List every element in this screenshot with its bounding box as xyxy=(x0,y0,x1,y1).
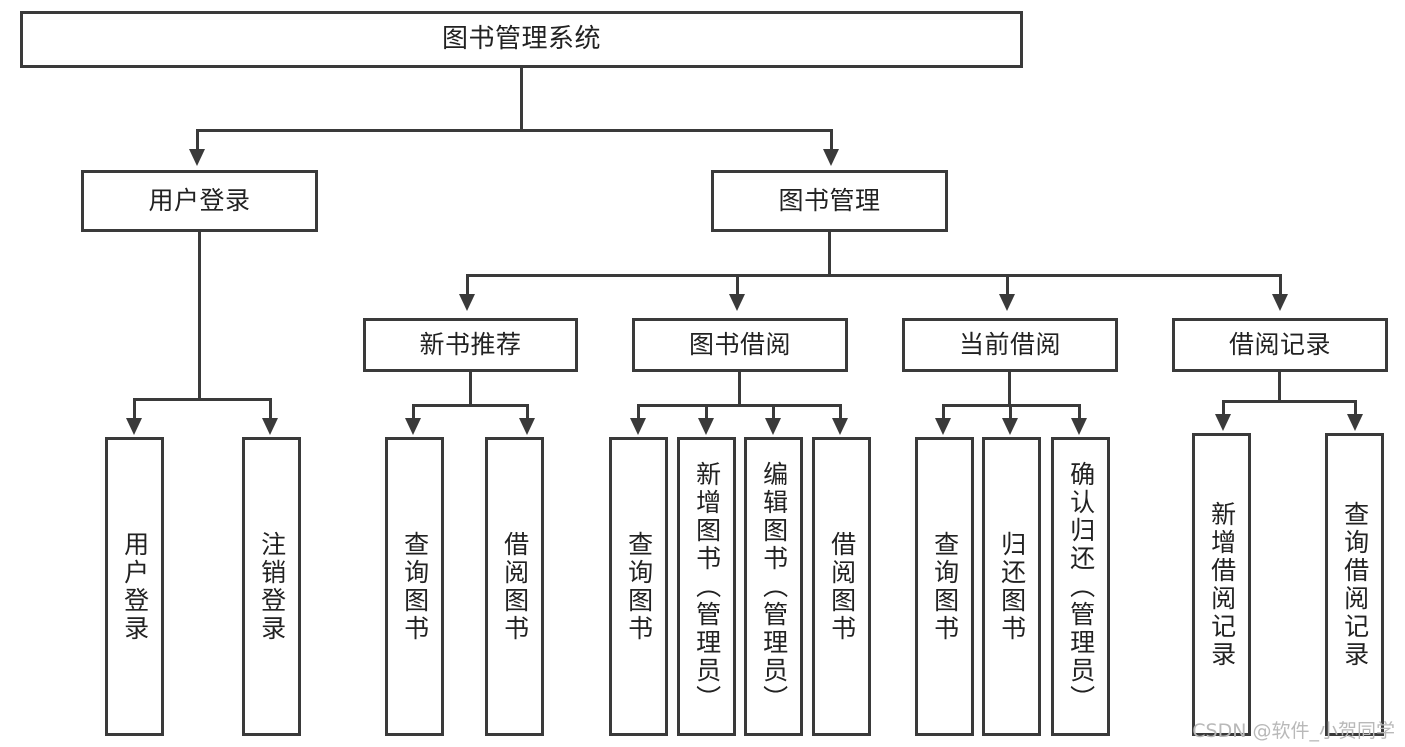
node-label: 查询图书 xyxy=(400,530,430,643)
connector-user-login-to-leaf-1 xyxy=(133,398,136,420)
node-label: 图书管理系统 xyxy=(441,24,601,55)
connector-user-login-stem xyxy=(198,232,201,400)
arrowhead-root-to-book-management xyxy=(823,149,839,166)
node-user-login[interactable]: 用户登录 xyxy=(81,170,318,232)
arrowhead-bm-to-borrow-record xyxy=(1272,294,1288,311)
node-new-book-recommend[interactable]: 新书推荐 xyxy=(363,318,578,372)
connector-root-to-user-login xyxy=(196,129,199,151)
connector-cb-to-leaf-2 xyxy=(1009,404,1012,420)
connector-book-management-stem xyxy=(828,232,831,276)
arrowhead-user-login-to-leaf-1 xyxy=(126,418,142,435)
arrowhead-nb-to-leaf-1 xyxy=(405,418,421,435)
node-label: 新增图书（管理员） xyxy=(692,460,722,713)
connector-root-bus xyxy=(196,129,833,132)
leaf-current-borrow-confirm-return-admin[interactable]: 确认归还（管理员） xyxy=(1051,437,1110,736)
arrowhead-bm-to-current-borrow xyxy=(999,294,1015,311)
leaf-book-borrow-add-book-admin[interactable]: 新增图书（管理员） xyxy=(677,437,736,736)
connector-bm-to-new-book xyxy=(466,274,469,296)
node-label: 归还图书 xyxy=(997,530,1027,643)
connector-borrow-record-stem xyxy=(1278,372,1281,402)
arrowhead-cb-to-leaf-2 xyxy=(1002,418,1018,435)
node-label: 用户登录 xyxy=(120,530,150,643)
node-label: 借阅记录 xyxy=(1228,330,1331,360)
connector-book-management-bus xyxy=(466,274,1282,277)
node-label: 图书管理 xyxy=(778,186,881,216)
arrowhead-bb-to-leaf-1 xyxy=(630,418,646,435)
node-label: 当前借阅 xyxy=(958,330,1061,360)
connector-br-to-leaf-2 xyxy=(1354,400,1357,416)
connector-bm-to-book-borrow xyxy=(736,274,739,296)
leaf-current-borrow-query-books[interactable]: 查询图书 xyxy=(915,437,974,736)
arrowhead-bm-to-new-book xyxy=(459,294,475,311)
arrowhead-br-to-leaf-1 xyxy=(1215,414,1231,431)
connector-user-login-to-leaf-2 xyxy=(269,398,272,420)
connector-nb-to-leaf-1 xyxy=(412,404,415,420)
connector-cb-to-leaf-1 xyxy=(942,404,945,420)
leaf-book-borrow-query-books[interactable]: 查询图书 xyxy=(609,437,668,736)
leaf-book-borrow-borrow-books[interactable]: 借阅图书 xyxy=(812,437,871,736)
connector-bm-to-borrow-record xyxy=(1279,274,1282,296)
connector-root-to-book-management xyxy=(830,129,833,151)
connector-current-borrow-stem xyxy=(1008,372,1011,406)
node-root-book-management-system[interactable]: 图书管理系统 xyxy=(20,11,1023,68)
connector-br-to-leaf-1 xyxy=(1222,400,1225,416)
arrowhead-root-to-user-login xyxy=(189,149,205,166)
connector-book-borrow-bus xyxy=(637,404,841,407)
arrowhead-user-login-to-leaf-2 xyxy=(262,418,278,435)
node-book-management[interactable]: 图书管理 xyxy=(711,170,948,232)
node-label: 编辑图书（管理员） xyxy=(759,460,789,713)
connector-bb-to-leaf-1 xyxy=(637,404,640,420)
arrowhead-bb-to-leaf-3 xyxy=(765,418,781,435)
node-borrow-record[interactable]: 借阅记录 xyxy=(1172,318,1388,372)
arrowhead-cb-to-leaf-3 xyxy=(1071,418,1087,435)
connector-cb-to-leaf-3 xyxy=(1078,404,1081,420)
leaf-book-borrow-edit-book-admin[interactable]: 编辑图书（管理员） xyxy=(744,437,803,736)
connector-root-stem xyxy=(520,68,523,131)
node-current-borrow[interactable]: 当前借阅 xyxy=(902,318,1118,372)
node-label: 查询图书 xyxy=(930,530,960,643)
connector-book-borrow-stem xyxy=(738,372,741,406)
arrowhead-bb-to-leaf-2 xyxy=(698,418,714,435)
leaf-new-book-borrow-books[interactable]: 借阅图书 xyxy=(485,437,544,736)
leaf-borrow-record-query-record[interactable]: 查询借阅记录 xyxy=(1325,433,1384,736)
node-label: 图书借阅 xyxy=(688,330,791,360)
connector-bb-to-leaf-4 xyxy=(839,404,842,420)
node-label: 查询借阅记录 xyxy=(1340,500,1370,669)
arrowhead-bm-to-book-borrow xyxy=(729,294,745,311)
node-label: 新增借阅记录 xyxy=(1207,500,1237,669)
connector-user-login-bus xyxy=(133,398,269,401)
connector-nb-to-leaf-2 xyxy=(526,404,529,420)
leaf-logout[interactable]: 注销登录 xyxy=(242,437,301,736)
arrowhead-br-to-leaf-2 xyxy=(1347,414,1363,431)
leaf-current-borrow-return-books[interactable]: 归还图书 xyxy=(982,437,1041,736)
node-label: 确认归还（管理员） xyxy=(1066,460,1096,713)
connector-new-book-bus xyxy=(412,404,529,407)
connector-new-book-stem xyxy=(469,372,472,406)
arrowhead-nb-to-leaf-2 xyxy=(519,418,535,435)
node-label: 注销登录 xyxy=(257,530,287,643)
connector-borrow-record-bus xyxy=(1222,400,1357,403)
node-label: 用户登录 xyxy=(148,186,251,216)
node-label: 查询图书 xyxy=(624,530,654,643)
node-label: 新书推荐 xyxy=(419,330,522,360)
arrowhead-bb-to-leaf-4 xyxy=(832,418,848,435)
leaf-borrow-record-add-record[interactable]: 新增借阅记录 xyxy=(1192,433,1251,736)
connector-bb-to-leaf-3 xyxy=(772,404,775,420)
node-label: 借阅图书 xyxy=(500,530,530,643)
connector-bm-to-current-borrow xyxy=(1006,274,1009,296)
leaf-new-book-query-books[interactable]: 查询图书 xyxy=(385,437,444,736)
node-book-borrow[interactable]: 图书借阅 xyxy=(632,318,848,372)
connector-bb-to-leaf-2 xyxy=(705,404,708,420)
arrowhead-cb-to-leaf-1 xyxy=(935,418,951,435)
node-label: 借阅图书 xyxy=(827,530,857,643)
leaf-user-login[interactable]: 用户登录 xyxy=(105,437,164,736)
